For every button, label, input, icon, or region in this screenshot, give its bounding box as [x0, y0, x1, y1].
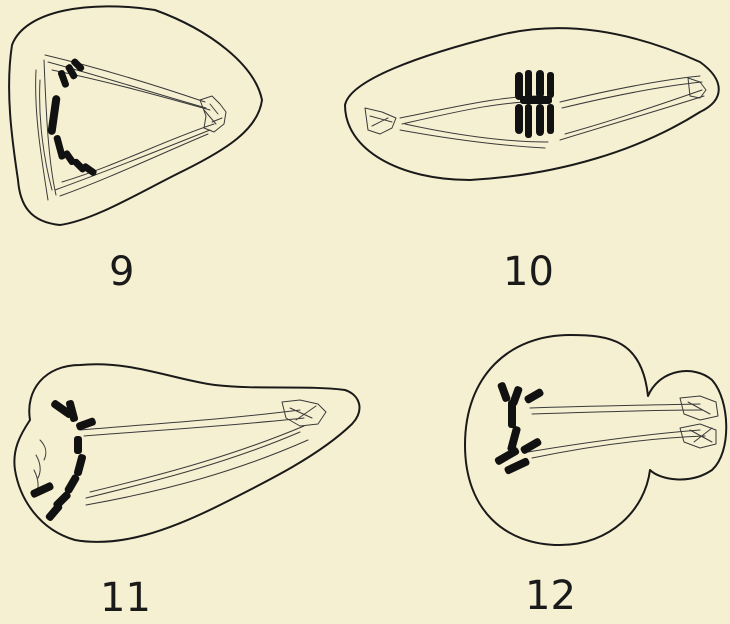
fig-12-spindle [528, 396, 718, 458]
fig-11-drawing [14, 364, 359, 542]
fig-10-chromosomes [515, 70, 554, 138]
fig-10-drawing [345, 28, 719, 180]
fig-10-cell-outline [345, 28, 719, 180]
fig-12-drawing [465, 335, 726, 545]
fig-11-cell-outline [14, 364, 359, 542]
figure-label-10: 10 [503, 252, 554, 292]
figure-label-11: 11 [100, 578, 151, 618]
fig-11-chromosomes [29, 399, 96, 522]
figure-label-9: 9 [109, 252, 134, 292]
fig-9-drawing [9, 6, 262, 225]
figure-label-12: 12 [525, 576, 576, 616]
fig-12-chromosomes [494, 381, 545, 475]
fig-12-cell-outline [465, 335, 726, 545]
fig-9-chromosomes [47, 57, 98, 177]
